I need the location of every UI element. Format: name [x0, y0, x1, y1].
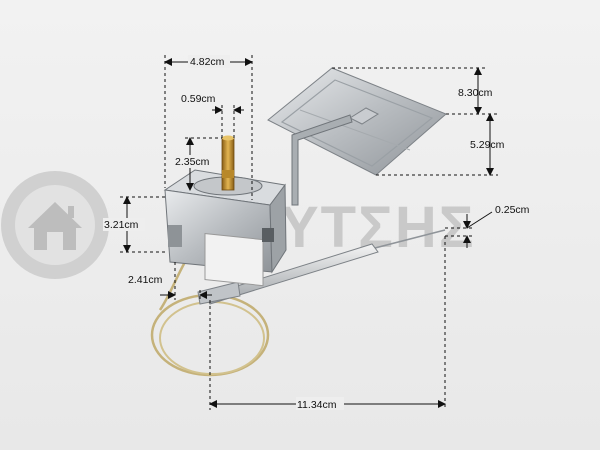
thermostat-body — [163, 169, 287, 287]
dim-body-height: 3.21cm — [104, 219, 139, 231]
brass-shaft — [221, 135, 235, 191]
dim-bulb-diameter: 0.25cm — [495, 204, 530, 216]
watermark-text: ΥΤΣΗΣ — [280, 195, 476, 260]
dim-shaft-height: 2.35cm — [175, 156, 210, 168]
dim-plate-width: 8.30cm — [458, 87, 493, 99]
product-label — [204, 232, 264, 287]
dim-plate-height: 5.29cm — [470, 139, 505, 151]
house-icon — [28, 202, 82, 250]
dim-total-length: 11.34cm — [297, 399, 337, 411]
watermark-logo: ΥΤΣΗΣ — [1, 171, 476, 279]
dim-shaft-diameter: 0.59cm — [181, 93, 216, 105]
sensor-plate — [267, 67, 447, 176]
dim-capillary-offset: 2.41cm — [128, 274, 163, 286]
mounting-bracket — [291, 114, 353, 206]
capillary-bulb — [197, 229, 446, 305]
dimension-labels: 4.82cm 0.59cm 2.35cm 3.21cm 2.41cm 8.30c… — [103, 55, 530, 411]
dim-width-top: 4.82cm — [190, 56, 225, 68]
